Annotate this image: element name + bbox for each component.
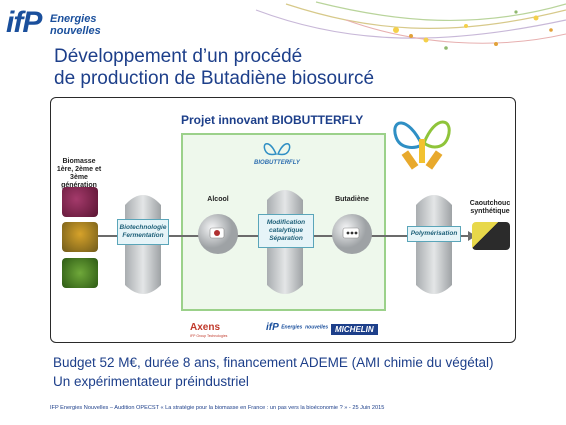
rubber-label: Caoutchouc synthétique	[466, 200, 514, 216]
rubber-line1: Caoutchouc	[469, 200, 511, 207]
biomass-generation-word: génération	[61, 182, 97, 189]
butterfly-logo-icon	[393, 120, 451, 170]
beetroot-photo	[62, 187, 98, 217]
biobutterfly-small-icon	[263, 143, 291, 156]
biomass-label: Biomasse 1ère, 2ème et 3ème génération	[54, 158, 104, 190]
alcohol-label: Alcool	[207, 196, 229, 203]
polymerisation-tank	[416, 195, 452, 294]
algae-photo	[62, 258, 98, 288]
biobutterfly-label: BIOBUTTERFLY	[254, 160, 300, 166]
ifp-partner-brand2: nouvelles	[305, 324, 329, 331]
tree-photo	[62, 222, 98, 252]
budget-text: Budget 52 M€, durée 8 ans, financement A…	[53, 355, 494, 370]
step2-line2: catalytique	[269, 227, 303, 234]
ifp-logo-brand-line1: Energies	[50, 13, 97, 25]
butadiene-sphere	[332, 214, 372, 254]
fermentation-tank	[125, 195, 161, 294]
michelin-logo: MICHELIN	[331, 324, 378, 335]
ifp-logo-brand-line2: nouvelles	[50, 25, 101, 37]
rubber-photo	[472, 222, 510, 250]
project-title: Projet innovant BIOBUTTERFLY	[181, 113, 364, 127]
step2-line1: Modification	[266, 219, 306, 226]
step-polymerisation: Polymérisation	[407, 226, 461, 242]
axens-logo: Axens	[190, 322, 221, 333]
axens-logo-sub: IFP Group Technologies	[190, 334, 228, 338]
ifp-partner-mark: ifP	[266, 322, 279, 333]
step1-line2: Fermentation	[122, 232, 164, 239]
ifp-logo: ifP Energies nouvelles	[6, 4, 116, 46]
biomass-title: Biomasse	[62, 158, 96, 165]
biomass-generations: 1ère, 2ème et 3ème	[56, 166, 102, 181]
experimenter-text: Un expérimentateur préindustriel	[53, 374, 249, 389]
footer-text: IFP Energies Nouvelles – Audition OPECST…	[50, 405, 385, 411]
butadiene-label: Butadiène	[335, 196, 369, 203]
step-catalytic-modification-separation: Modification catalytique Séparation	[258, 214, 314, 248]
page-title-line2: de production de Butadiène biosourcé	[54, 68, 375, 89]
rubber-line2: synthétique	[470, 208, 510, 215]
alcohol-sphere	[198, 214, 238, 254]
decorative-curves	[255, 1, 566, 50]
step1-line1: Biotechnologie	[119, 224, 167, 231]
ifp-partner-logo: ifP Energies nouvelles	[266, 322, 328, 333]
step2-line3: Séparation	[269, 235, 303, 242]
ifp-partner-brand1: Energies	[281, 324, 303, 331]
ifp-logo-mark: ifP	[6, 6, 42, 39]
page-title-line1: Développement d’un procédé	[54, 46, 303, 67]
step-biotechnology-fermentation: Biotechnologie Fermentation	[117, 219, 169, 245]
